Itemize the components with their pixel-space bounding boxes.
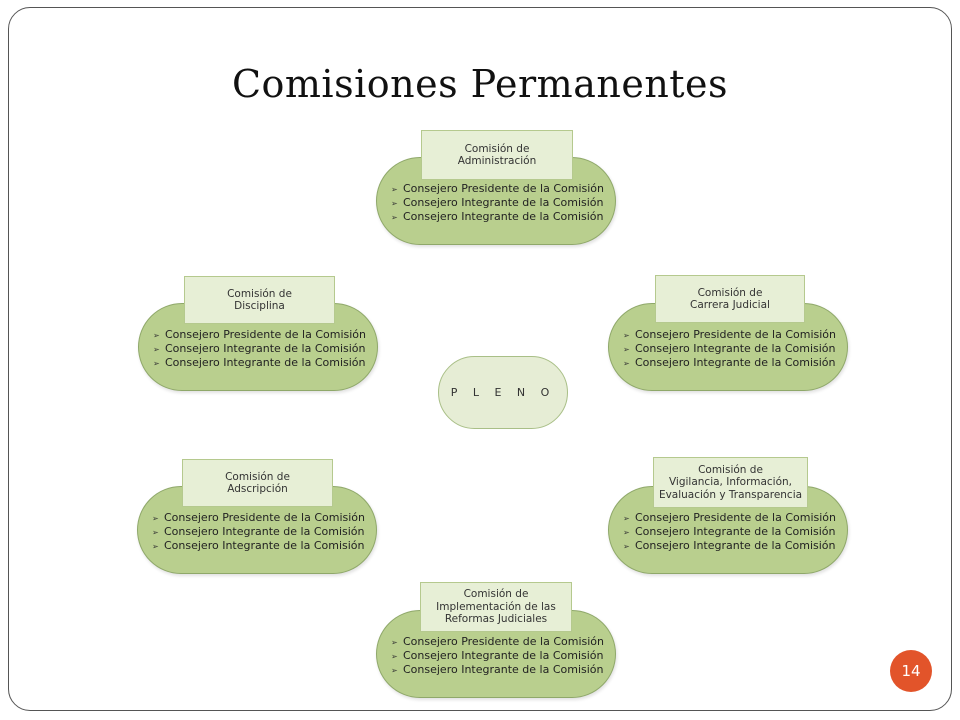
member-item: ➢Consejero Integrante de la Comisión	[623, 539, 836, 552]
member-item: ➢Consejero Integrante de la Comisión	[623, 525, 836, 538]
member-list: ➢Consejero Presidente de la Comisión ➢Co…	[152, 511, 370, 553]
arrow-bullet-icon: ➢	[152, 514, 159, 523]
arrow-bullet-icon: ➢	[623, 528, 630, 537]
member-item: ➢Consejero Presidente de la Comisión	[152, 511, 365, 524]
member-item: ➢Consejero Presidente de la Comisión	[391, 182, 604, 195]
arrow-bullet-icon: ➢	[623, 359, 630, 368]
commission-label-implementacion: Comisión de Implementación de las Reform…	[420, 582, 572, 632]
slide-title: Comisiones Permanentes	[231, 62, 729, 106]
arrow-bullet-icon: ➢	[623, 345, 630, 354]
page-number-badge: 14	[890, 650, 932, 692]
member-item: ➢Consejero Integrante de la Comisión	[623, 356, 836, 369]
member-list: ➢Consejero Presidente de la Comisión ➢Co…	[391, 182, 609, 224]
arrow-bullet-icon: ➢	[391, 199, 398, 208]
arrow-bullet-icon: ➢	[153, 331, 160, 340]
member-item: ➢Consejero Integrante de la Comisión	[623, 342, 836, 355]
member-item: ➢Consejero Presidente de la Comisión	[153, 328, 366, 341]
member-list: ➢Consejero Presidente de la Comisión ➢Co…	[153, 328, 371, 370]
member-item: ➢Consejero Presidente de la Comisión	[623, 511, 836, 524]
member-list: ➢Consejero Presidente de la Comisión ➢Co…	[623, 511, 841, 553]
member-list: ➢Consejero Presidente de la Comisión ➢Co…	[623, 328, 841, 370]
member-item: ➢Consejero Integrante de la Comisión	[152, 525, 365, 538]
member-item: ➢Consejero Integrante de la Comisión	[152, 539, 365, 552]
member-item: ➢Consejero Integrante de la Comisión	[391, 663, 604, 676]
commission-label-disciplina: Comisión de Disciplina	[184, 276, 335, 324]
member-item: ➢Consejero Integrante de la Comisión	[391, 210, 604, 223]
pleno-node: P L E N O	[438, 356, 568, 429]
member-item: ➢Consejero Integrante de la Comisión	[391, 649, 604, 662]
arrow-bullet-icon: ➢	[623, 514, 630, 523]
arrow-bullet-icon: ➢	[152, 528, 159, 537]
arrow-bullet-icon: ➢	[391, 638, 398, 647]
member-item: ➢Consejero Presidente de la Comisión	[391, 635, 604, 648]
member-item: ➢Consejero Integrante de la Comisión	[153, 342, 366, 355]
arrow-bullet-icon: ➢	[623, 542, 630, 551]
arrow-bullet-icon: ➢	[623, 331, 630, 340]
arrow-bullet-icon: ➢	[391, 213, 398, 222]
member-item: ➢Consejero Integrante de la Comisión	[391, 196, 604, 209]
arrow-bullet-icon: ➢	[391, 652, 398, 661]
arrow-bullet-icon: ➢	[391, 666, 398, 675]
member-item: ➢Consejero Presidente de la Comisión	[623, 328, 836, 341]
member-list: ➢Consejero Presidente de la Comisión ➢Co…	[391, 635, 609, 677]
arrow-bullet-icon: ➢	[153, 359, 160, 368]
arrow-bullet-icon: ➢	[153, 345, 160, 354]
member-item: ➢Consejero Integrante de la Comisión	[153, 356, 366, 369]
commission-label-adscripcion: Comisión de Adscripción	[182, 459, 333, 507]
commission-disciplina: ➢Consejero Presidente de la Comisión ➢Co…	[138, 303, 378, 391]
arrow-bullet-icon: ➢	[391, 185, 398, 194]
commission-label-vigilancia: Comisión de Vigilancia, Información, Eva…	[653, 457, 808, 508]
commission-label-carrera-judicial: Comisión de Carrera Judicial	[655, 275, 805, 323]
commission-label-administracion: Comisión de Administración	[421, 130, 573, 180]
arrow-bullet-icon: ➢	[152, 542, 159, 551]
